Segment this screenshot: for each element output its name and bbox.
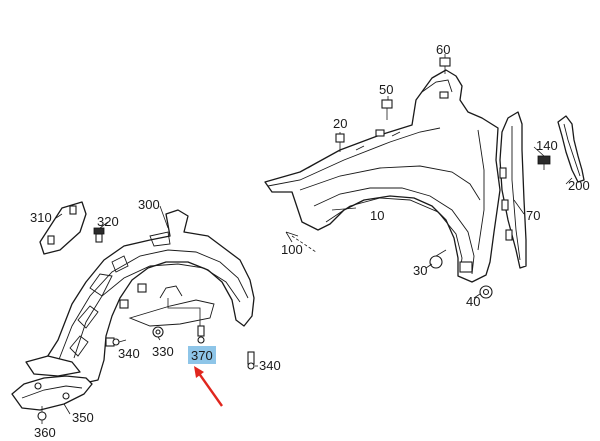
callout-340-right: 340 — [259, 358, 281, 373]
callout-40: 40 — [466, 294, 480, 309]
highlight-370 — [188, 346, 216, 364]
screw-340-left — [112, 338, 127, 346]
bolt-370 — [197, 325, 205, 344]
bolt-140 — [537, 155, 551, 170]
callout-labels: 10 20 30 40 50 60 70 100 140 200 300 310… — [30, 42, 590, 440]
callout-60: 60 — [436, 42, 450, 57]
lower-shield — [11, 375, 93, 411]
fender-panel — [264, 69, 501, 283]
callout-140: 140 — [536, 138, 558, 153]
callout-300: 300 — [138, 197, 160, 212]
callout-310: 310 — [30, 210, 52, 225]
leader-lines — [41, 54, 573, 424]
callout-350: 350 — [72, 410, 94, 425]
trim-strip — [499, 111, 527, 269]
callout-70: 70 — [526, 208, 540, 223]
clip-320 — [93, 227, 105, 243]
wheel-arch-liner — [41, 209, 255, 385]
callout-330: 330 — [152, 344, 174, 359]
callout-320: 320 — [97, 214, 119, 229]
callout-370: 370 — [191, 348, 213, 363]
red-arrow-indicator — [194, 366, 223, 407]
callout-200: 200 — [568, 178, 590, 193]
callout-20: 20 — [333, 116, 347, 131]
callout-360: 360 — [34, 425, 56, 440]
nut-40 — [479, 285, 493, 299]
screw-340-right — [247, 351, 255, 370]
callout-30: 30 — [413, 263, 427, 278]
callout-10: 10 — [370, 208, 384, 223]
callout-100: 100 — [281, 242, 303, 257]
callout-340-left: 340 — [118, 346, 140, 361]
seal-strip — [557, 115, 585, 183]
nut-330 — [152, 326, 164, 338]
splash-guard — [25, 355, 81, 377]
callout-50: 50 — [379, 82, 393, 97]
bracket-310 — [39, 201, 87, 255]
clip-30 — [429, 249, 447, 269]
bolt-50 — [381, 99, 393, 120]
